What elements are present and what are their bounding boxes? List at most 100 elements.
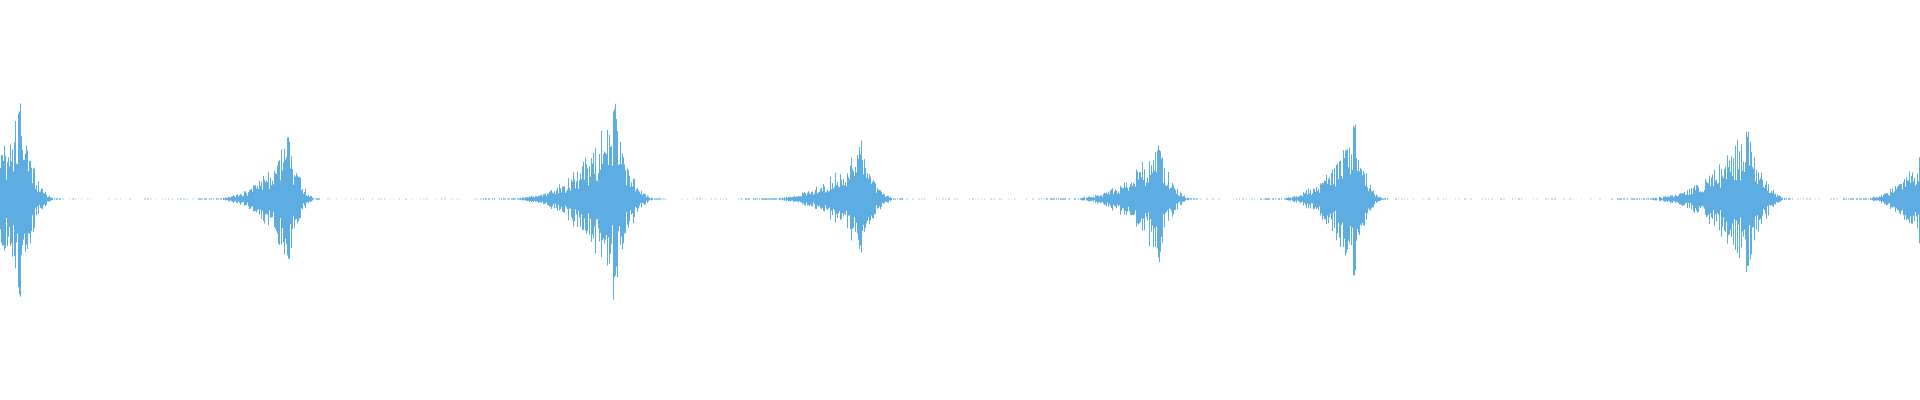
waveform-sample — [78, 198, 79, 200]
waveform-sample — [975, 198, 976, 200]
waveform-sample — [444, 198, 446, 200]
waveform-sample — [372, 198, 373, 200]
waveform-sample — [351, 198, 352, 200]
waveform-sample — [696, 198, 698, 200]
waveform-sample — [1551, 198, 1553, 200]
waveform-sample — [168, 198, 169, 200]
waveform-sample — [957, 198, 958, 200]
waveform-sample — [1413, 198, 1414, 200]
waveform-sample — [912, 198, 914, 200]
waveform-sample — [1437, 198, 1439, 200]
waveform-sample — [378, 198, 380, 200]
waveform-sample — [1401, 198, 1403, 200]
waveform-sample — [171, 198, 173, 200]
waveform-sample — [1002, 198, 1003, 200]
waveform-sample — [1458, 198, 1460, 200]
waveform-sample — [1533, 198, 1534, 200]
waveform-burst — [198, 137, 320, 259]
waveform-sample — [921, 198, 923, 200]
waveform-sample — [1515, 198, 1516, 200]
waveform-sample — [453, 198, 454, 200]
waveform-sample — [330, 198, 331, 200]
waveform-sample — [156, 198, 157, 200]
waveform-sample — [147, 198, 149, 200]
waveform-burst-path — [741, 140, 903, 253]
waveform-sample — [210, 198, 211, 200]
waveform-sample — [1800, 198, 1801, 200]
waveform-sample — [990, 198, 992, 200]
waveform-sample — [1395, 198, 1397, 200]
waveform-burst — [741, 140, 903, 253]
waveform-sample — [1242, 198, 1244, 200]
waveform-sample — [717, 198, 718, 200]
waveform-sample — [1059, 198, 1060, 200]
waveform-burst — [1843, 157, 1920, 244]
waveform-sample — [177, 198, 179, 200]
waveform-sample — [1536, 198, 1538, 200]
waveform-sample — [1845, 198, 1846, 200]
waveform-sample — [180, 198, 182, 200]
waveform-sample — [117, 198, 118, 200]
waveform-sample — [756, 198, 757, 200]
waveform-sample — [459, 198, 460, 200]
waveform-sample — [450, 198, 452, 200]
waveform-sample — [144, 198, 146, 200]
waveform-sample — [129, 198, 131, 200]
waveform-sample — [681, 198, 683, 200]
waveform-sample — [477, 198, 478, 200]
waveform-sample — [399, 198, 400, 200]
waveform-sample — [69, 198, 70, 200]
waveform-sample — [363, 198, 364, 200]
waveform-sample — [939, 198, 940, 200]
waveform-sample — [1521, 198, 1522, 200]
waveform-sample — [948, 198, 950, 200]
waveform-sample — [1482, 198, 1483, 200]
waveform-sample — [720, 198, 721, 200]
waveform-sample — [423, 198, 425, 200]
waveform-sample — [942, 198, 944, 200]
waveform-sample — [1257, 198, 1258, 200]
waveform-sample — [474, 198, 476, 200]
waveform-sample — [81, 198, 82, 200]
waveform-sample — [1008, 198, 1010, 200]
waveform-burst-path — [1260, 124, 1388, 276]
waveform-sample — [456, 198, 458, 200]
waveform-sample — [150, 198, 152, 200]
waveform-sample — [726, 198, 727, 200]
waveform-sample — [666, 198, 667, 200]
waveform-sample — [480, 198, 482, 200]
waveform-sample — [1194, 198, 1196, 200]
waveform-sample — [1545, 198, 1547, 200]
waveform-sample — [1251, 198, 1253, 200]
waveform-sample — [1503, 198, 1505, 200]
waveform-sample — [711, 198, 712, 200]
waveform-burst-path — [1617, 131, 1793, 272]
waveform-sample — [1236, 198, 1237, 200]
waveform-sample — [1455, 198, 1456, 200]
waveform-sample — [1599, 198, 1601, 200]
waveform-sample — [1443, 198, 1444, 200]
waveform-sample — [336, 198, 337, 200]
waveform-sample — [90, 198, 91, 200]
waveform-sample — [972, 198, 974, 200]
waveform-sample — [687, 198, 688, 200]
waveform-sample — [660, 198, 662, 200]
waveform-sample — [723, 198, 724, 200]
waveform-sample — [165, 198, 166, 200]
waveform-sample — [183, 198, 185, 200]
waveform-sample — [1581, 198, 1582, 200]
waveform-sample — [936, 198, 937, 200]
waveform-sample — [1239, 198, 1240, 200]
waveform-sample — [1563, 198, 1565, 200]
waveform-sample — [1032, 198, 1034, 200]
waveform-sample — [75, 198, 76, 200]
waveform-sample — [1026, 198, 1027, 200]
waveform-sample — [1569, 198, 1571, 200]
waveform-burst — [0, 103, 61, 297]
waveform-sample — [1398, 198, 1399, 200]
waveform-sample — [360, 198, 361, 200]
waveform-sample — [705, 198, 706, 200]
waveform-sample — [924, 198, 925, 200]
